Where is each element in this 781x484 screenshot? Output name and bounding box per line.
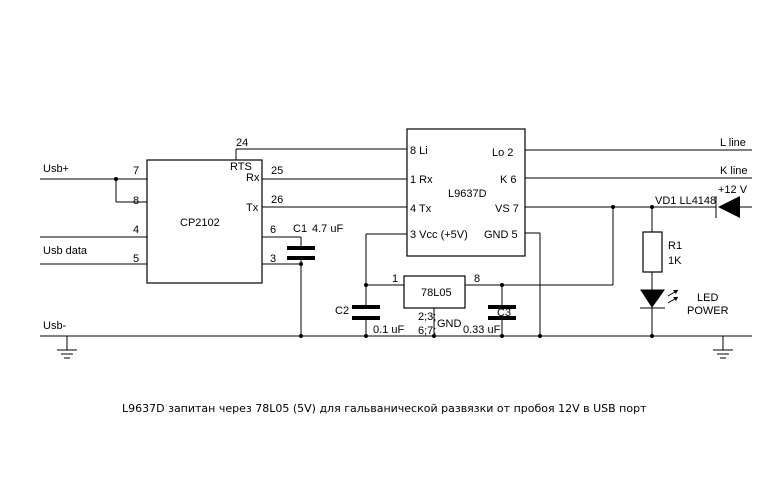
regulator-label: 78L05 [421, 287, 452, 299]
cp2102-pin-25: 25 [271, 165, 283, 177]
regulator-78l05 [403, 275, 466, 309]
c3-value: 0.33 uF [463, 324, 501, 336]
resistor-r1 [642, 231, 663, 273]
cp2102-pin-6: 6 [270, 224, 276, 236]
usb-plus-label: Usb+ [43, 163, 69, 175]
k-line-label: K line [720, 165, 748, 177]
l9637d-pin-k: K 6 [500, 174, 517, 186]
l9637d-pin-lo: Lo 2 [492, 147, 513, 159]
regulator-pin-1: 1 [392, 273, 398, 285]
led-power [640, 289, 679, 309]
cp2102-tx-label: Tx [246, 202, 259, 214]
cp2102-rx-label: Rx [246, 172, 260, 184]
cp2102-pin-4: 4 [133, 224, 139, 236]
cp2102-pin-24: 24 [236, 137, 248, 149]
diode-vd1 [715, 196, 752, 218]
regulator-gnd-label: GND [437, 318, 462, 330]
plus-12v-label: +12 V [718, 184, 748, 196]
c2-label: C2 [335, 305, 349, 317]
l9637d-pin-gnd: GND 5 [484, 229, 518, 241]
c3-label: C3 [497, 307, 511, 319]
r1-value: 1K [668, 255, 682, 267]
l9637d-pin-tx: 4 Tx [410, 203, 432, 215]
l9637d-label: L9637D [448, 188, 487, 200]
capacitor-c2 [352, 285, 380, 336]
usb-data-label: Usb data [43, 245, 88, 257]
regulator-gnd-pins-2: 6;7; [418, 325, 436, 337]
ground-symbol-right [713, 349, 733, 359]
l9637d-pin-li: 8 Li [410, 145, 428, 157]
led-label-line1: LED [697, 292, 718, 304]
l9637d-pin-rx: 1 Rx [410, 174, 433, 186]
usb-minus-label: Usb- [43, 320, 67, 332]
led-label-line2: POWER [687, 305, 729, 317]
capacitor-c1 [287, 237, 315, 336]
ground-symbol-left [57, 349, 77, 359]
cp2102-pin-3: 3 [270, 253, 276, 265]
cp2102-label: CP2102 [180, 217, 220, 229]
cp2102-chip [146, 159, 263, 284]
c1-value: 4.7 uF [312, 223, 343, 235]
schematic-caption: L9637D запитан через 78L05 (5V) для галь… [122, 402, 647, 415]
cp2102-pin-26: 26 [271, 194, 283, 206]
l9637d-pin-vcc: 3 Vcc (+5V) [410, 229, 468, 241]
cp2102-rts-label: RTS [230, 161, 252, 173]
regulator-gnd-pins-1: 2;3; [418, 311, 436, 323]
l-line-label: L line [720, 137, 746, 149]
regulator-pin-8: 8 [474, 273, 480, 285]
c2-value: 0.1 uF [373, 324, 404, 336]
cp2102-pin-8: 8 [133, 195, 139, 207]
l9637d-chip [406, 128, 526, 257]
cp2102-pin-7: 7 [133, 165, 139, 177]
cp2102-pin-5: 5 [133, 253, 139, 265]
vd1-label: VD1 LL4148 [655, 195, 716, 207]
l9637d-pin-vs: VS 7 [495, 203, 519, 215]
c1-label: C1 [293, 223, 307, 235]
r1-label: R1 [668, 240, 682, 252]
capacitor-c3 [488, 285, 516, 336]
